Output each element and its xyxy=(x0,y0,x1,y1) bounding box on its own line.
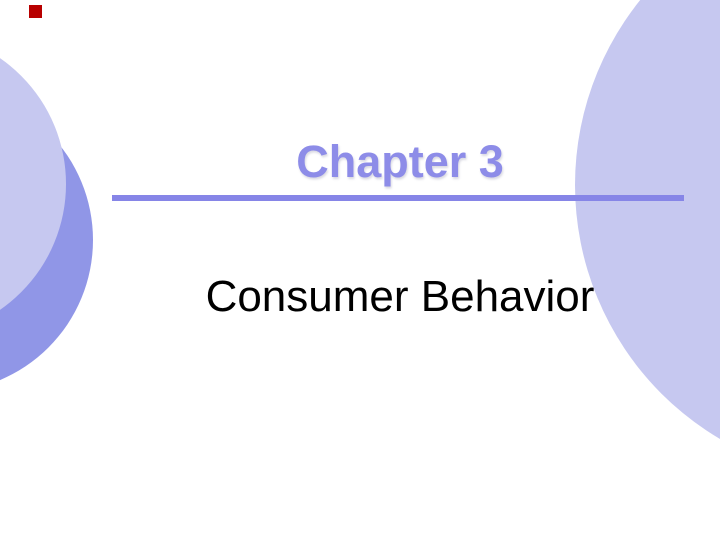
title-underline-rule xyxy=(112,195,684,201)
slide-title: Chapter 3 xyxy=(296,136,504,187)
red-accent-square-decoration xyxy=(29,5,42,18)
slide-subtitle: Consumer Behavior xyxy=(205,272,595,321)
right-light-circle-decoration xyxy=(575,0,720,480)
